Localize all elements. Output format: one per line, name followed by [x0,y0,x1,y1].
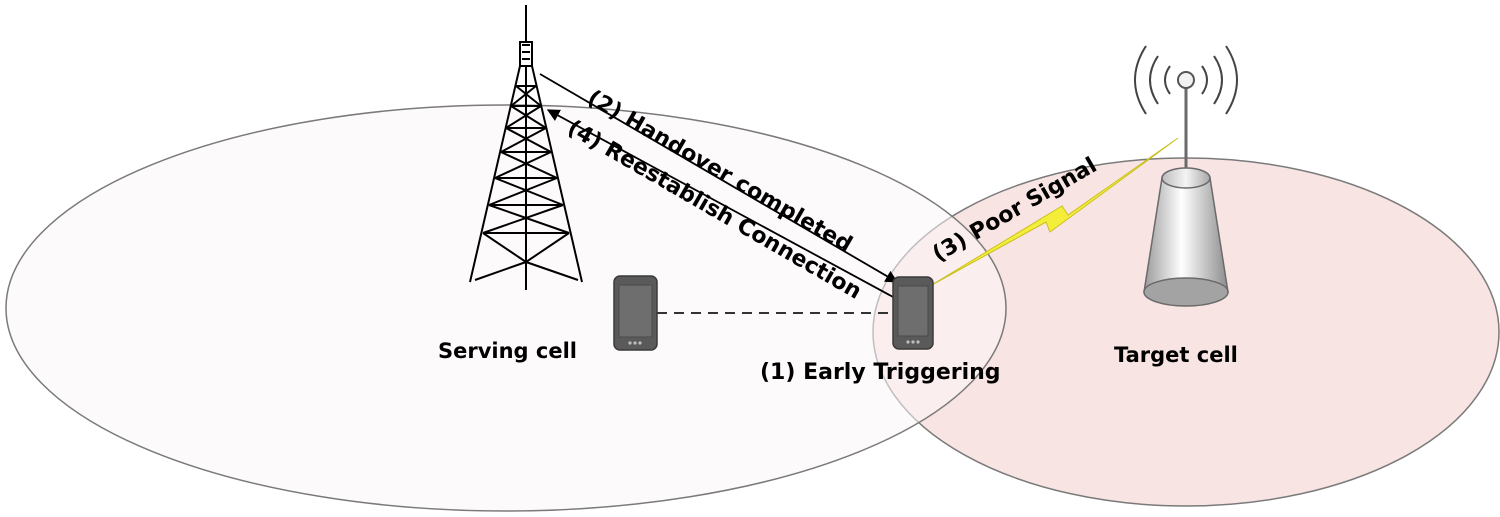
radio-waves-icon [1134,45,1238,115]
early-triggering-label: (1) Early Triggering [760,360,1001,385]
lattice-tower-icon [469,5,583,290]
small-cell-antenna-icon [1143,71,1229,307]
reestablish-connection-arrow [546,109,896,299]
serving-cell-coverage [5,104,1007,512]
serving-cell-label: Serving cell [438,339,577,363]
smartphone-icon [892,276,934,350]
lightning-bolt-icon [929,137,1179,287]
target-cell-label: Target cell [1114,343,1238,367]
handover-completed-arrow [539,73,899,283]
smartphone-icon [613,275,658,351]
